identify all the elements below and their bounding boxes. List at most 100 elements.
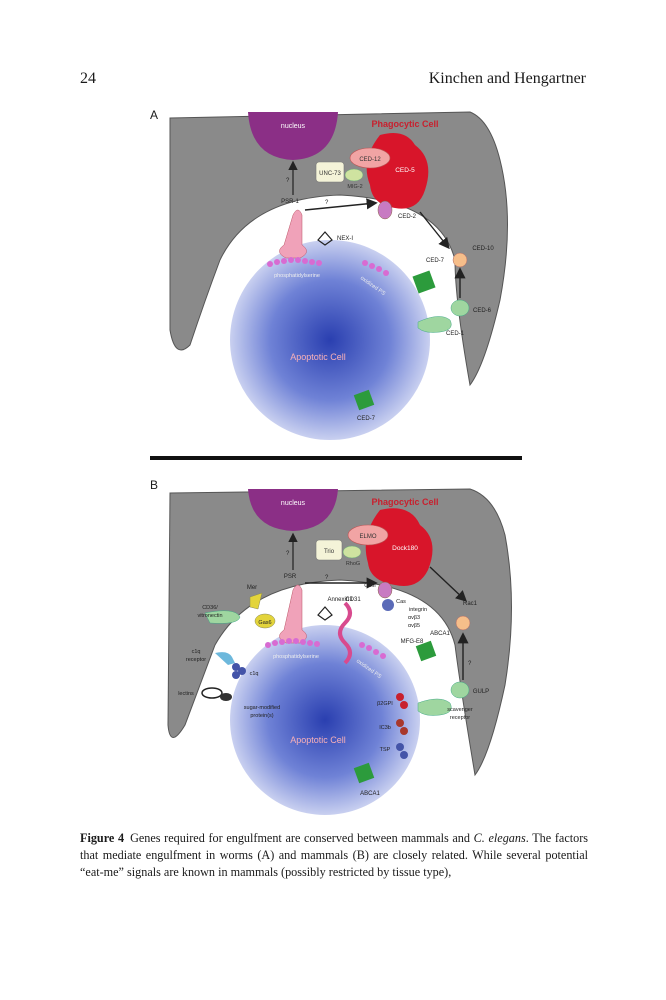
phagocytic-cell-label-b: Phagocytic Cell	[371, 497, 438, 507]
dock180-label: Dock180	[392, 545, 418, 552]
mfge8-label: MFG-E8	[401, 639, 424, 645]
nex1-label: NEX-I	[337, 236, 353, 242]
apoptotic-cell-label-b: Apoptotic Cell	[290, 735, 346, 745]
ced12-shape	[349, 147, 391, 169]
page-number: 24	[80, 70, 96, 87]
nucleus-b	[248, 489, 338, 531]
mer-shape	[249, 592, 263, 610]
ced10-label: CED-10	[472, 246, 494, 252]
q3-b: ?	[468, 661, 472, 667]
unc73-shape	[315, 161, 345, 183]
trio-label: Trio	[324, 549, 335, 555]
cd36b-label: vitronectin	[197, 613, 222, 619]
oxidized-ps-lipids-a	[362, 260, 389, 276]
apoptotic-cell-b	[230, 625, 420, 815]
ced10-shape	[452, 252, 468, 268]
mig2-label: MIG-2	[347, 184, 362, 190]
trio-shape	[315, 539, 343, 561]
ps-label-b: phosphatidylserine	[273, 654, 319, 660]
nucleus-a	[248, 112, 338, 160]
figure-number: Figure 4	[80, 831, 125, 845]
q2-b: ?	[325, 575, 329, 581]
gulp-shape	[450, 681, 470, 699]
rhog-shape	[342, 545, 362, 559]
rhog-label: RhoG	[346, 561, 360, 567]
arrow-dock-rac-b	[429, 566, 468, 602]
nucleus-label-a: nucleus	[281, 123, 306, 130]
ced7-apoptotic-label: CED-7	[357, 416, 376, 422]
avb5-label: αvβ5	[408, 623, 420, 629]
figure-caption: Figure 4 Genes required for engulfment ar…	[80, 830, 588, 881]
ic3b-label: IC3b	[379, 725, 391, 731]
elmo-label: ELMO	[359, 534, 376, 540]
c1q-label: c1q	[250, 671, 259, 677]
b2gpi-shape	[396, 693, 408, 709]
panel-b-label: B	[150, 478, 159, 492]
rac1-label: Rac1	[463, 601, 478, 607]
mer-label: Mer	[247, 585, 257, 591]
annexin-shape	[317, 606, 333, 621]
cd31-label: CD31	[345, 597, 361, 603]
psr-shape	[279, 584, 307, 644]
ced7-membrane-shape	[412, 270, 436, 294]
crkii-label: CrkII	[364, 583, 376, 589]
arrow-psr-ced2-a	[304, 198, 378, 211]
annexin-label: Annexin I	[327, 597, 352, 603]
lectins-label: lectins	[178, 691, 194, 697]
ced5-label: CED-5	[395, 167, 415, 174]
c1q-receptor-label-2: receptor	[186, 657, 206, 663]
q2-a: ?	[325, 200, 329, 206]
ced2-shape	[377, 200, 393, 220]
psr-label: PSR	[284, 574, 297, 580]
cas-label: Cas	[396, 599, 406, 605]
gulp-label: GULP	[473, 689, 489, 695]
caption-species: C. elegans	[473, 831, 526, 845]
tsp-shape	[396, 743, 408, 759]
cd36-shape	[204, 610, 241, 624]
q1-b: ?	[286, 551, 290, 557]
ps-label-a: phosphatidylserine	[274, 273, 320, 279]
cd36-label: CD36/	[202, 605, 218, 611]
gas6-label: Gas6	[258, 620, 271, 626]
abca1-membrane-shape	[415, 640, 437, 662]
ps-lipids-a	[267, 257, 322, 267]
b2gpi-label: β2GPI	[377, 701, 393, 707]
c1q-shape	[232, 663, 246, 679]
running-head: Kinchen and Hengartner	[428, 70, 586, 87]
unc73-label: UNC-73	[319, 171, 341, 177]
figure-panel-a: nucleus Phagocytic Cell Apoptotic Cell C…	[169, 111, 508, 440]
arrow-ced2-ced10-a	[419, 211, 450, 250]
integrin-rod-1	[370, 614, 396, 642]
c1q-receptor-label: c1q	[192, 649, 201, 655]
tsp-label: TSP	[380, 747, 391, 753]
cas-shape	[382, 599, 394, 611]
ced7-membrane-label: CED-7	[426, 258, 445, 264]
psr1-shape	[279, 209, 307, 259]
nex1-shape	[317, 231, 333, 246]
ic3b-shape	[396, 719, 408, 735]
phagocytic-cell-label-a: Phagocytic Cell	[371, 119, 438, 129]
cd31-shape	[338, 601, 352, 665]
mig2-shape	[344, 168, 364, 182]
figure-panel-b: nucleus Phagocytic Cell Apoptotic Cell D…	[167, 488, 512, 815]
ced12-label: CED-12	[359, 157, 381, 163]
scavenger-shape	[417, 698, 452, 716]
elmo-shape	[347, 524, 389, 546]
q1-a: ?	[286, 178, 290, 184]
lectins-shape-2	[220, 693, 232, 701]
caption-text-1: Genes required for engulfment are conser…	[130, 831, 474, 845]
caption-text-2: . The factors that mediate engulfment in…	[80, 831, 589, 879]
ced1-shape	[417, 316, 452, 333]
ced2-label: CED-2	[398, 214, 417, 220]
crkii-shape	[377, 581, 393, 599]
ps-lipids-b	[265, 638, 320, 648]
apoptotic-cell-a	[230, 240, 430, 440]
c1q-receptor-shape	[215, 652, 235, 665]
rac1-shape	[455, 615, 471, 631]
sugar-label: sugar-modified	[244, 705, 280, 711]
avb3-label: αvβ3	[408, 615, 420, 621]
integrin-rod-2	[378, 611, 404, 639]
integrin-label: integrin	[409, 607, 427, 613]
abca1-apoptotic-label: ABCA1	[360, 791, 380, 797]
apoptotic-cell-label-a: Apoptotic Cell	[290, 352, 346, 362]
